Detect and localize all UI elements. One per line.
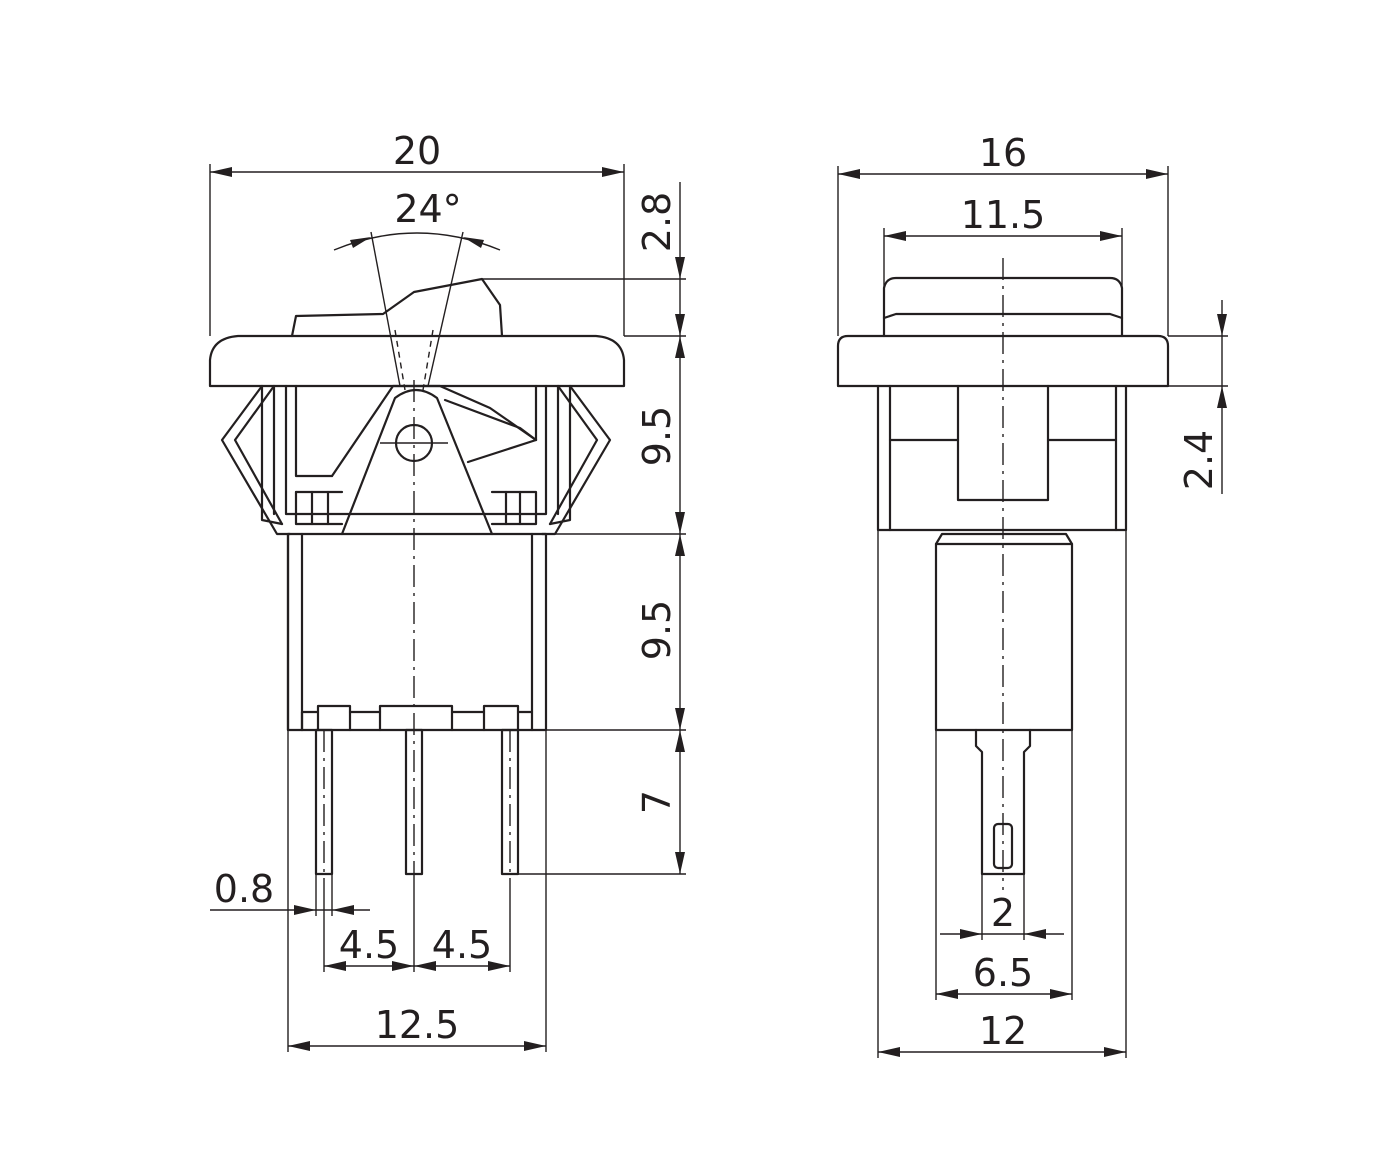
angle-line-right	[427, 231, 464, 387]
side-housing	[876, 384, 1128, 532]
dim-pin-thickness: 0.8	[214, 867, 274, 911]
rocker-cap	[290, 277, 504, 338]
dim-side-overall-width: 16	[979, 131, 1027, 175]
side-flange	[836, 334, 1170, 388]
dim-overall-width: 20	[393, 129, 441, 173]
terminal-tabs	[300, 704, 534, 714]
rocker-actuator	[330, 384, 538, 478]
side-dimensions: 16 11.5 2.4 2 6.5 12	[837, 131, 1228, 1058]
dim-frame-height: 9.5	[635, 406, 679, 466]
side-view	[836, 258, 1170, 890]
dim-flange-thickness: 2.4	[1177, 430, 1221, 490]
pivot-block	[340, 388, 494, 536]
switch-body	[286, 532, 548, 732]
dim-side-body-width: 12	[979, 1009, 1027, 1053]
side-body	[934, 532, 1074, 732]
dim-rocker-width: 11.5	[961, 193, 1046, 237]
inner-housing	[284, 384, 548, 516]
left-snap-clip	[220, 384, 292, 536]
front-dimensions: 20 24° 2.8 9.5 9.5 7 0.8	[209, 129, 686, 1052]
dim-pin-pitch-right: 4.5	[432, 923, 492, 967]
dim-terminal-body-width: 6.5	[973, 951, 1033, 995]
side-terminal	[974, 728, 1032, 876]
angle-line-left	[370, 231, 401, 387]
dim-pin-length: 7	[635, 790, 679, 814]
dim-pin-pitch-left: 4.5	[339, 923, 399, 967]
dim-body-width: 12.5	[375, 1003, 460, 1047]
dim-terminal-width: 2	[991, 891, 1015, 935]
front-view	[208, 231, 626, 880]
dim-rocker-height: 2.8	[635, 192, 679, 252]
dim-body-height: 9.5	[635, 600, 679, 660]
dim-rocker-angle: 24°	[394, 187, 461, 231]
right-snap-clip	[540, 384, 612, 536]
bezel-flange	[208, 334, 626, 388]
